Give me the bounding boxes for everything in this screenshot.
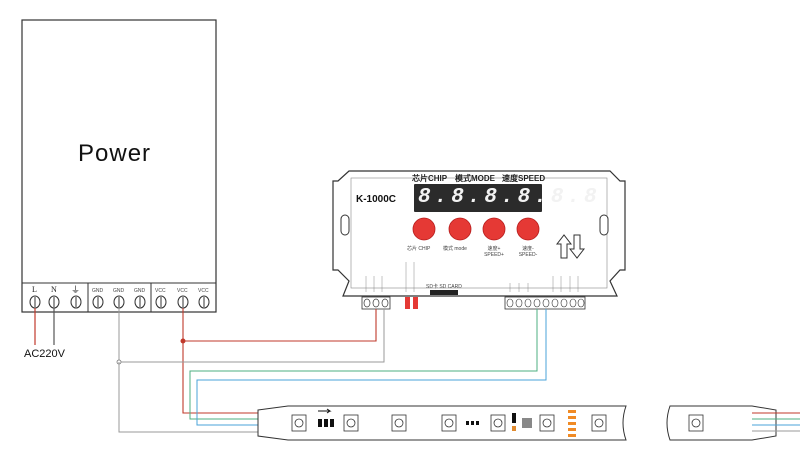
gnd-strip-wire [118,362,258,433]
ic-chip [522,418,532,428]
gnd-wire-gray [118,308,385,363]
data-wire-green [189,309,538,420]
controller-model-label: K-1000C [356,194,397,205]
header-label-mode: 模式MODE [455,174,495,183]
button-label-speed-up: 速度+ SPEED+ [484,246,504,258]
red-socket-2 [413,297,418,309]
vcc-strip-wire [182,341,258,414]
speed-up-button [482,217,506,241]
terminal-label-gnd-1: GND [92,288,104,294]
mounting-hole-right [599,214,609,236]
power-supply-box [21,19,217,313]
ac-input-label: AC220V [24,348,65,360]
ground-symbol-icon: ⏚ [71,285,81,295]
sd-card-slot [430,290,458,295]
direction-arrow-icon [318,408,332,414]
capacitor [512,426,516,431]
vcc-wire-red [182,308,377,342]
terminal-label-vcc-1: VCC [155,288,166,294]
button-label-mode: 模式 mode [443,246,467,252]
terminal-label-vcc-2: VCC [177,288,188,294]
arrow-up-icon [555,234,573,259]
led-chips [291,414,704,432]
terminal-label-n: N [51,285,57,294]
terminal-label-vcc-3: VCC [198,288,209,294]
clock-wire-blue [196,309,547,426]
mode-button [448,217,472,241]
power-terminal-screws [29,295,210,309]
power-supply-title: Power [78,140,152,167]
ic-blocks [318,413,516,427]
header-label-speed: 速度SPEED [502,174,546,183]
mounting-hole-left [340,214,350,236]
arrow-down-icon [568,234,586,259]
terminal-label-l: L [32,285,37,294]
terminal-label-gnd-3: GND [134,288,146,294]
chip-button [412,217,436,241]
terminal-label-gnd-2: GND [113,288,125,294]
seven-segment-display: 8.8.8.8.8.8 [418,186,601,209]
red-socket-1 [405,297,410,309]
solder-pads [568,410,576,437]
display-panel [414,184,542,212]
speed-down-button [516,217,540,241]
header-label-chip: 芯片CHIP [412,174,448,183]
button-label-speed-down: 速度- SPEED- [518,246,538,258]
button-label-chip: 芯片 CHIP [407,246,431,252]
led-strip-end [666,405,777,441]
sd-card-label: SD卡 SD CARD [426,284,462,290]
